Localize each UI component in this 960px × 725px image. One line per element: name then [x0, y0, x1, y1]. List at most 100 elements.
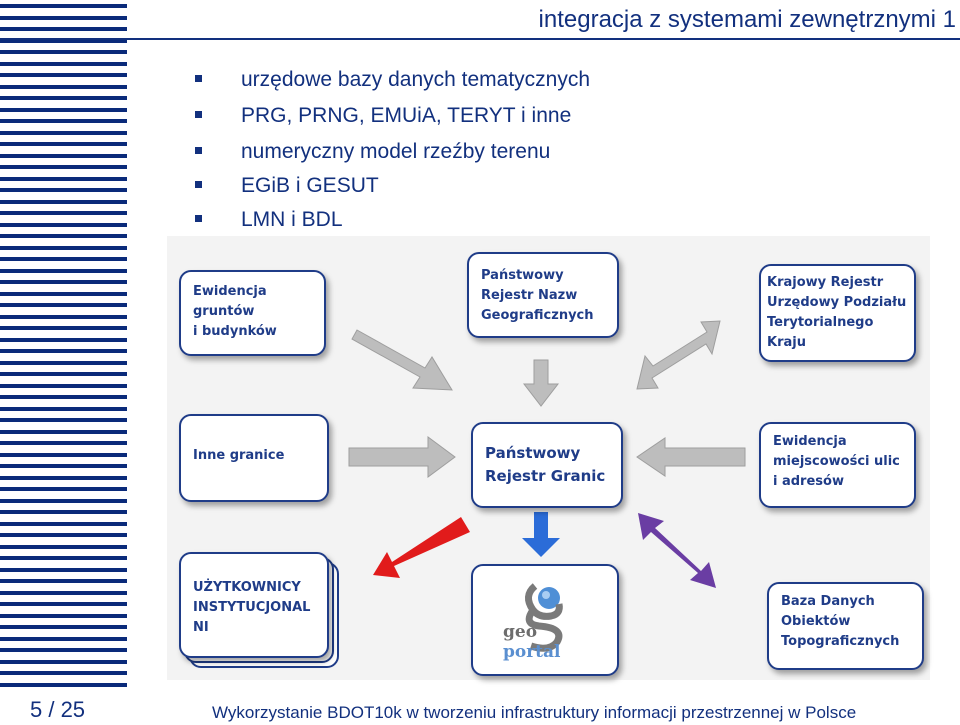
decorative-stripe — [0, 453, 127, 457]
box-egib-line: gruntów — [193, 304, 255, 319]
box-users-line: NI — [193, 620, 209, 635]
box-center-line: Rejestr Granic — [485, 467, 606, 485]
box-prng-line: Rejestr Nazw — [481, 288, 578, 303]
decorative-stripe — [0, 165, 127, 169]
decorative-stripe — [0, 476, 127, 480]
decorative-stripe — [0, 384, 127, 388]
decorative-stripe — [0, 487, 127, 491]
decorative-stripe — [0, 499, 127, 503]
decorative-stripe — [0, 591, 127, 595]
decorative-stripe — [0, 234, 127, 238]
decorative-stripe — [0, 211, 127, 215]
geoportal-logo-icon — [525, 583, 563, 652]
decorative-stripe — [0, 522, 127, 526]
decorative-stripe — [0, 142, 127, 146]
decorative-stripe — [0, 154, 127, 158]
footer-text: Wykorzystanie BDOT10k w tworzeniu infras… — [212, 703, 857, 722]
decorative-stripe — [0, 119, 127, 123]
decorative-stripe — [0, 338, 127, 342]
box-emuia-line: Ewidencja — [773, 434, 847, 449]
box-emuia-line: i adresów — [773, 474, 844, 489]
decorative-stripe — [0, 177, 127, 181]
decorative-stripe — [0, 579, 127, 583]
box-egib-line: i budynków — [193, 324, 277, 339]
decorative-stripe — [0, 441, 127, 445]
square-bullet-icon — [195, 147, 202, 154]
arrow-egib-to-center — [351, 329, 453, 391]
decorative-stripe — [0, 637, 127, 641]
decorative-stripe — [0, 73, 127, 77]
decorative-stripe — [0, 395, 127, 399]
decorative-stripe — [0, 280, 127, 284]
title-rule — [0, 38, 960, 40]
page-number: 5 / 25 — [30, 697, 86, 722]
arrow-inne-to-center — [348, 436, 456, 478]
box-teryt-line: Terytorialnego Kraju — [767, 315, 874, 350]
decorative-stripe — [0, 430, 127, 434]
bullet-item: urzędowe bazy danych tematycznych — [195, 62, 590, 98]
arrow-prng-to-center — [522, 359, 560, 407]
box-bdot: Baza Danych Obiektów Topograficznych — [767, 582, 924, 670]
decorative-stripe — [0, 625, 127, 629]
bullet-list: urzędowe bazy danych tematycznych PRG, P… — [195, 62, 590, 238]
slide-title: integracja z systemami zewnętrznymi 1 — [538, 6, 956, 33]
decorative-stripe — [0, 223, 127, 227]
box-egib-line: Ewidencja — [193, 284, 267, 299]
decorative-stripe — [0, 4, 127, 8]
decorative-stripe — [0, 418, 127, 422]
decorative-stripe — [0, 188, 127, 192]
side-stripes — [0, 0, 127, 690]
decorative-stripe — [0, 671, 127, 675]
integration-diagram: Ewidencja gruntów i budynków Państwowy R… — [167, 236, 930, 680]
decorative-stripe — [0, 648, 127, 652]
box-inne-granice: Inne granice — [179, 414, 329, 502]
box-teryt: Krajowy Rejestr Urzędowy Podziału Teryto… — [759, 264, 916, 362]
decorative-stripe — [0, 303, 127, 307]
decorative-stripe — [0, 545, 127, 549]
box-bdot-line: Baza Danych — [781, 594, 875, 609]
box-emuia: Ewidencja miejscowości ulic i adresów — [759, 422, 916, 508]
decorative-stripe — [0, 683, 127, 687]
bullet-text: urzędowe bazy danych tematycznych — [241, 68, 591, 91]
arrow-emuia-to-center — [636, 437, 746, 477]
box-center-prg: Państwowy Rejestr Granic — [471, 422, 623, 508]
bullet-item: PRG, PRNG, EMUiA, TERYT i inne — [195, 98, 590, 134]
decorative-stripe — [0, 96, 127, 100]
box-users: UŻYTKOWNICY INSTYTUCJONAL NI — [179, 552, 329, 658]
decorative-stripe — [0, 568, 127, 572]
decorative-stripe — [0, 660, 127, 664]
decorative-stripe — [0, 269, 127, 273]
bullet-text: LMN i BDL — [241, 208, 343, 231]
decorative-stripe — [0, 533, 127, 537]
box-prng: Państwowy Rejestr Nazw Geograficznych — [467, 252, 619, 338]
bullet-text: EGiB i GESUT — [241, 174, 379, 197]
square-bullet-icon — [195, 215, 202, 222]
decorative-stripe — [0, 464, 127, 468]
square-bullet-icon — [195, 181, 202, 188]
decorative-stripe — [0, 326, 127, 330]
decorative-stripe — [0, 602, 127, 606]
decorative-stripe — [0, 85, 127, 89]
decorative-stripe — [0, 556, 127, 560]
decorative-stripe — [0, 257, 127, 261]
geoportal-word-geo: geo — [503, 622, 538, 642]
bullet-item: numeryczny model rzeźby terenu — [195, 134, 590, 170]
decorative-stripe — [0, 27, 127, 31]
box-inne-line: Inne granice — [193, 448, 285, 463]
decorative-stripe — [0, 108, 127, 112]
decorative-stripe — [0, 246, 127, 250]
box-users-line: UŻYTKOWNICY — [193, 580, 301, 595]
box-emuia-line: miejscowości ulic — [773, 454, 900, 469]
decorative-stripe — [0, 372, 127, 376]
decorative-stripe — [0, 62, 127, 66]
decorative-stripe — [0, 292, 127, 296]
bullet-item: EGiB i GESUT — [195, 170, 590, 202]
decorative-stripe — [0, 614, 127, 618]
decorative-stripe — [0, 16, 127, 20]
box-center-line: Państwowy — [485, 444, 581, 462]
box-users-line: INSTYTUCJONAL — [193, 600, 311, 615]
decorative-stripe — [0, 407, 127, 411]
arrow-center-bdot-bidirectional — [638, 513, 716, 588]
decorative-stripe — [0, 50, 127, 54]
